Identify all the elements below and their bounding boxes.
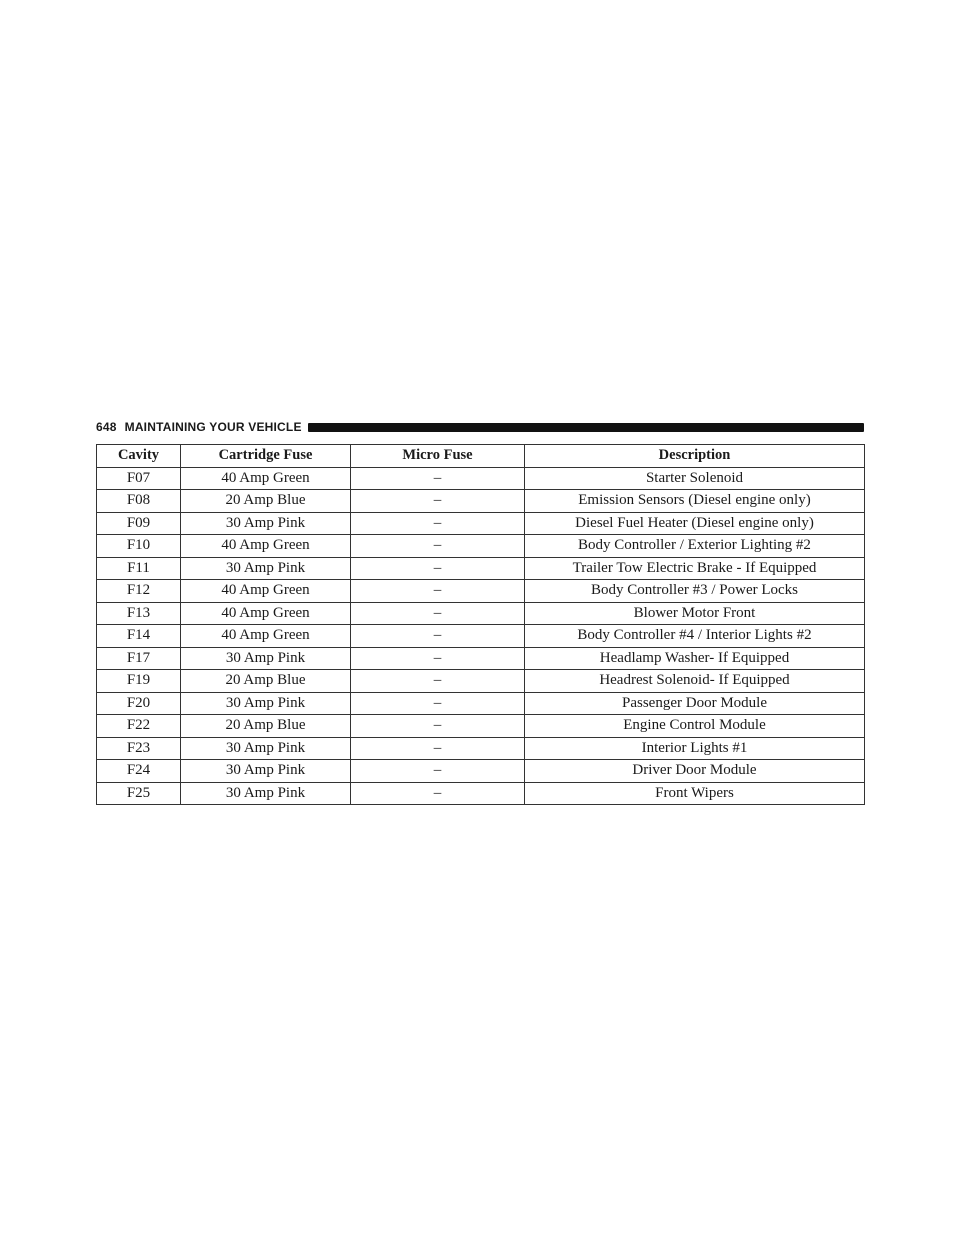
cell-micro-fuse: – bbox=[350, 781, 525, 805]
column-header-cartridge-fuse: Cartridge Fuse bbox=[180, 444, 351, 468]
cell-cartridge-fuse: 40 Amp Green bbox=[180, 534, 351, 558]
cell-cartridge-fuse: 40 Amp Green bbox=[180, 624, 351, 648]
cell-description: Driver Door Module bbox=[524, 759, 865, 783]
cell-description: Starter Solenoid bbox=[524, 466, 865, 490]
cell-micro-fuse: – bbox=[350, 624, 525, 648]
cell-micro-fuse: – bbox=[350, 466, 525, 490]
cell-description: Passenger Door Module bbox=[524, 691, 865, 715]
column-header-description: Description bbox=[524, 444, 865, 468]
cell-cavity: F08 bbox=[96, 489, 181, 513]
cell-micro-fuse: – bbox=[350, 601, 525, 625]
cell-description: Headlamp Washer- If Equipped bbox=[524, 646, 865, 670]
cell-cavity: F09 bbox=[96, 511, 181, 535]
page-number: 648 bbox=[96, 420, 117, 434]
cell-description: Engine Control Module bbox=[524, 714, 865, 738]
cell-description: Front Wipers bbox=[524, 781, 865, 805]
cell-micro-fuse: – bbox=[350, 646, 525, 670]
cell-cavity: F07 bbox=[96, 466, 181, 490]
cell-cavity: F22 bbox=[96, 714, 181, 738]
cell-cavity: F12 bbox=[96, 579, 181, 603]
cell-cavity: F10 bbox=[96, 534, 181, 558]
table-header-row: Cavity Cartridge Fuse Micro Fuse Descrip… bbox=[96, 444, 865, 468]
cell-micro-fuse: – bbox=[350, 534, 525, 558]
cell-cartridge-fuse: 30 Amp Pink bbox=[180, 736, 351, 760]
cell-cartridge-fuse: 30 Amp Pink bbox=[180, 691, 351, 715]
cell-cavity: F19 bbox=[96, 669, 181, 693]
cell-cartridge-fuse: 20 Amp Blue bbox=[180, 669, 351, 693]
cell-cavity: F14 bbox=[96, 624, 181, 648]
cell-cartridge-fuse: 40 Amp Green bbox=[180, 601, 351, 625]
cell-cavity: F25 bbox=[96, 781, 181, 805]
cell-cartridge-fuse: 40 Amp Green bbox=[180, 466, 351, 490]
fuse-table: Cavity Cartridge Fuse Micro Fuse Descrip… bbox=[96, 444, 865, 805]
cell-cavity: F20 bbox=[96, 691, 181, 715]
cell-cartridge-fuse: 30 Amp Pink bbox=[180, 646, 351, 670]
cell-description: Body Controller #4 / Interior Lights #2 bbox=[524, 624, 865, 648]
cell-description: Interior Lights #1 bbox=[524, 736, 865, 760]
cell-cartridge-fuse: 30 Amp Pink bbox=[180, 781, 351, 805]
cell-micro-fuse: – bbox=[350, 556, 525, 580]
cell-cavity: F23 bbox=[96, 736, 181, 760]
cell-micro-fuse: – bbox=[350, 579, 525, 603]
header-rule bbox=[307, 422, 864, 432]
column-header-cavity: Cavity bbox=[96, 444, 181, 468]
cell-micro-fuse: – bbox=[350, 489, 525, 513]
cell-micro-fuse: – bbox=[350, 714, 525, 738]
column-header-micro-fuse: Micro Fuse bbox=[350, 444, 525, 468]
cell-cartridge-fuse: 30 Amp Pink bbox=[180, 511, 351, 535]
cell-cavity: F24 bbox=[96, 759, 181, 783]
cell-micro-fuse: – bbox=[350, 736, 525, 760]
cell-description: Diesel Fuel Heater (Diesel engine only) bbox=[524, 511, 865, 535]
cell-description: Body Controller / Exterior Lighting #2 bbox=[524, 534, 865, 558]
cell-micro-fuse: – bbox=[350, 511, 525, 535]
cell-description: Trailer Tow Electric Brake - If Equipped bbox=[524, 556, 865, 580]
cell-cavity: F11 bbox=[96, 556, 181, 580]
section-title: MAINTAINING YOUR VEHICLE bbox=[124, 420, 302, 434]
cell-cartridge-fuse: 40 Amp Green bbox=[180, 579, 351, 603]
cell-micro-fuse: – bbox=[350, 759, 525, 783]
page-header: 648 MAINTAINING YOUR VEHICLE bbox=[96, 419, 864, 435]
cell-micro-fuse: – bbox=[350, 691, 525, 715]
cell-cartridge-fuse: 20 Amp Blue bbox=[180, 489, 351, 513]
cell-description: Headrest Solenoid- If Equipped bbox=[524, 669, 865, 693]
cell-cavity: F13 bbox=[96, 601, 181, 625]
cell-cartridge-fuse: 20 Amp Blue bbox=[180, 714, 351, 738]
cell-cartridge-fuse: 30 Amp Pink bbox=[180, 759, 351, 783]
cell-description: Body Controller #3 / Power Locks bbox=[524, 579, 865, 603]
cell-micro-fuse: – bbox=[350, 669, 525, 693]
cell-description: Blower Motor Front bbox=[524, 601, 865, 625]
cell-description: Emission Sensors (Diesel engine only) bbox=[524, 489, 865, 513]
cell-cartridge-fuse: 30 Amp Pink bbox=[180, 556, 351, 580]
cell-cavity: F17 bbox=[96, 646, 181, 670]
